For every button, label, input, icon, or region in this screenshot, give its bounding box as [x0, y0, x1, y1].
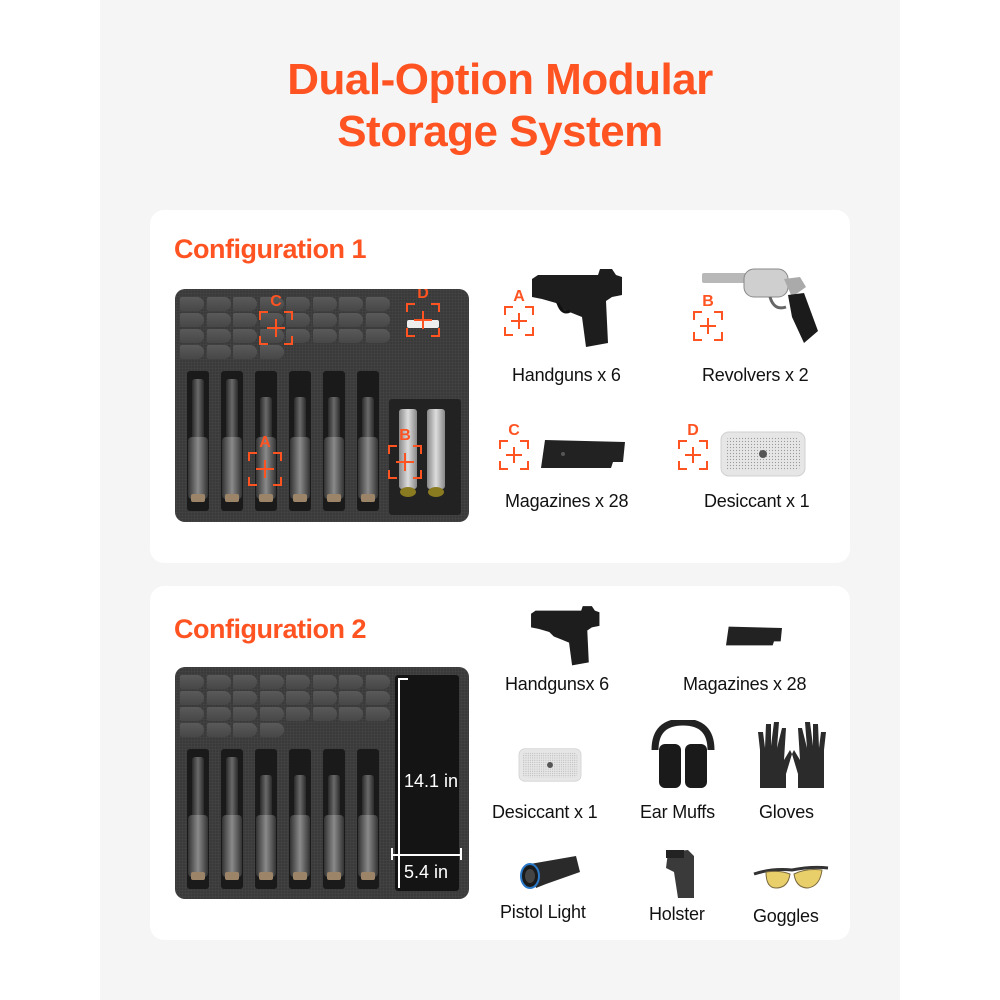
holster-icon — [666, 850, 694, 898]
marker-b-icon — [693, 311, 723, 341]
marker-d-icon — [678, 440, 708, 470]
magazine-slots — [180, 297, 390, 359]
configuration-1-card: Configuration 1 C D A B — [150, 210, 850, 563]
ear-muffs-icon — [651, 720, 715, 788]
item-label: Handgunsx 6 — [505, 674, 609, 694]
handgun-icon — [532, 269, 622, 347]
height-dimension-label: 14.1 in — [404, 771, 459, 791]
item-label: Gloves — [759, 802, 814, 822]
height-dimension-line — [398, 678, 400, 888]
marker-c-icon — [259, 311, 293, 345]
configuration-1-tray-image: C D A B — [175, 289, 469, 522]
item-label: Desiccant x 1 — [492, 802, 598, 822]
title-line-1: Dual-Option Modular — [287, 55, 713, 104]
item-label: Handguns x 6 — [512, 365, 621, 385]
title-line-2: Storage System — [337, 107, 663, 156]
item-label: Pistol Light — [500, 902, 586, 922]
configuration-1-title: Configuration 1 — [174, 234, 366, 264]
item-label: Magazines x 28 — [505, 491, 629, 511]
configuration-2-tray-image: 14.1 in 5.4 in — [175, 667, 469, 899]
configuration-2-title: Configuration 2 — [174, 614, 366, 644]
marker-a-icon — [504, 306, 534, 336]
magazine-slots — [180, 675, 390, 737]
item-label: Magazines x 28 — [683, 674, 807, 694]
width-dimension-line — [391, 854, 461, 856]
item-label: Goggles — [753, 906, 819, 926]
configuration-2-card: Configuration 2 14.1 in 5.4 in Han — [150, 586, 850, 940]
marker-b-icon — [388, 445, 422, 479]
item-label: Ear Muffs — [640, 802, 715, 822]
page-title: Dual-Option Modular Storage System — [100, 54, 900, 158]
desiccant-icon — [720, 431, 806, 477]
width-dimension-label: 5.4 in — [404, 862, 449, 882]
desiccant-icon — [518, 748, 582, 782]
item-label: Desiccant x 1 — [704, 491, 810, 511]
marker-a-icon — [248, 452, 282, 486]
magazine-icon — [726, 626, 782, 646]
magazine-icon — [541, 440, 625, 468]
item-label: Revolvers x 2 — [702, 365, 809, 385]
pistol-light-icon — [520, 856, 580, 889]
revolver-icon — [702, 268, 818, 343]
handgun-icon — [531, 606, 600, 666]
item-label: Holster — [649, 904, 705, 924]
gloves-icon — [758, 722, 826, 788]
marker-c-icon — [499, 440, 529, 470]
goggles-icon — [753, 865, 829, 889]
marker-d-icon — [406, 303, 440, 337]
